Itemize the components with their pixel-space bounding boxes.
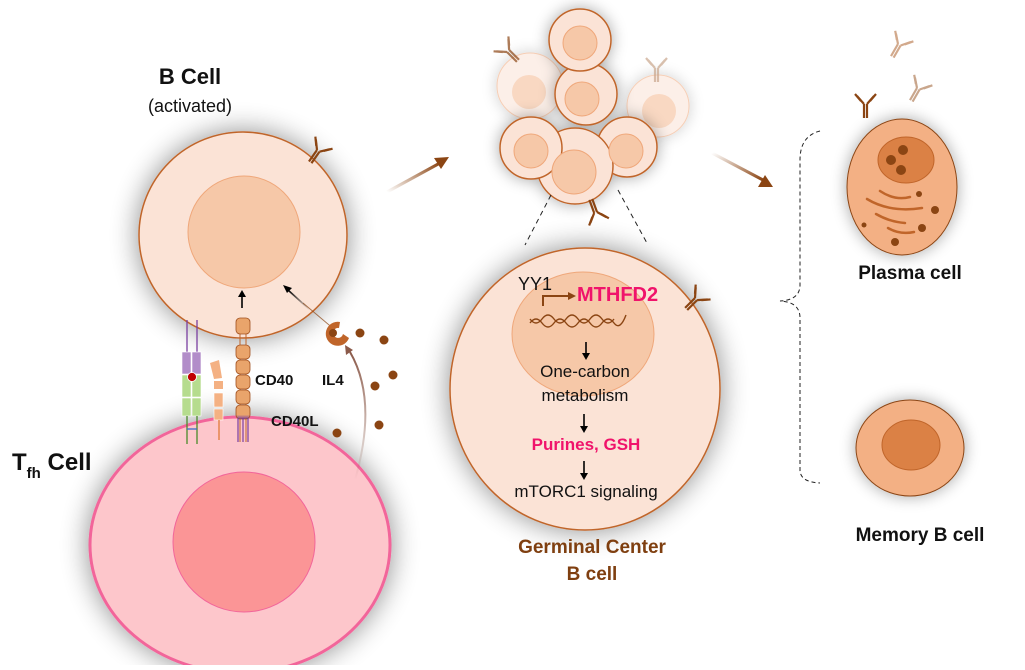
plasma-nucleus bbox=[877, 136, 935, 184]
tfh-title-t: T bbox=[12, 449, 27, 476]
tfh-title-rest: Cell bbox=[40, 449, 92, 476]
il4-cytokines bbox=[332, 328, 398, 438]
b-cell-nucleus bbox=[187, 175, 301, 289]
arrow-to-differentiation bbox=[711, 151, 773, 187]
gc-label-line1: Germinal Center bbox=[518, 537, 666, 558]
antigen-peptide bbox=[187, 372, 197, 382]
signal-arrow-il4 bbox=[283, 285, 311, 311]
tfh-nucleus bbox=[172, 471, 316, 613]
il4-dot bbox=[379, 335, 389, 345]
b-cell-subtitle: (activated) bbox=[147, 96, 233, 116]
memory-b-cell-label: Memory B cell bbox=[855, 525, 985, 546]
zoom-line-right bbox=[617, 189, 649, 246]
yy1-label: YY1 bbox=[518, 274, 553, 294]
pathway-arrow-3 bbox=[580, 461, 588, 480]
tfh-cell-title: Tfh Cell bbox=[12, 449, 92, 482]
secreted-antibody-icon bbox=[901, 73, 934, 108]
mtorc1-label: mTORC1 signaling bbox=[514, 482, 658, 501]
cd40l-label: CD40L bbox=[271, 413, 319, 430]
promoter-arrow-icon bbox=[542, 292, 576, 306]
arrow-to-germinal-center bbox=[386, 157, 449, 194]
tfh-title-sub: fh bbox=[26, 464, 41, 482]
il4-secretion-arrow bbox=[345, 345, 367, 481]
il4-dot bbox=[374, 420, 384, 430]
germinal-center-cluster bbox=[492, 8, 690, 227]
b-cell-title: B Cell bbox=[158, 64, 222, 89]
plasma-cell-label: Plasma cell bbox=[858, 263, 962, 284]
cd40-label: CD40 bbox=[255, 372, 294, 389]
plasma-organelles bbox=[861, 145, 939, 246]
il4-dot bbox=[332, 428, 342, 438]
purines-gsh-label: Purines, GSH bbox=[531, 435, 641, 454]
mhc-tcr-complex bbox=[181, 320, 202, 444]
differentiation-brace bbox=[779, 130, 821, 484]
signal-arrow-cd40 bbox=[238, 290, 246, 308]
gc-label-line2: B cell bbox=[566, 564, 618, 585]
one-carbon-label: One-carbon bbox=[540, 362, 630, 381]
pathway-arrow-2 bbox=[580, 414, 588, 433]
cd40-cd40l-receptor bbox=[235, 317, 251, 442]
gc-b-cell-nucleus bbox=[511, 271, 655, 397]
memory-nucleus bbox=[881, 419, 941, 471]
secreted-antibody-icon bbox=[882, 29, 915, 64]
il4-dot bbox=[355, 328, 365, 338]
zoom-line-left bbox=[524, 194, 552, 246]
costim-receptor bbox=[210, 360, 224, 440]
il4-label: IL4 bbox=[322, 372, 344, 389]
il4-receptor-icon bbox=[325, 321, 349, 346]
metabolism-label: metabolism bbox=[541, 386, 629, 405]
il4-dot bbox=[388, 370, 398, 380]
il4-dot bbox=[370, 381, 380, 391]
mthfd2-label: MTHFD2 bbox=[577, 284, 659, 306]
pathway-arrow-1 bbox=[582, 342, 590, 360]
plasma-er bbox=[865, 189, 924, 235]
secreted-antibody-icon bbox=[853, 92, 878, 120]
dna-helix-icon bbox=[529, 314, 627, 328]
